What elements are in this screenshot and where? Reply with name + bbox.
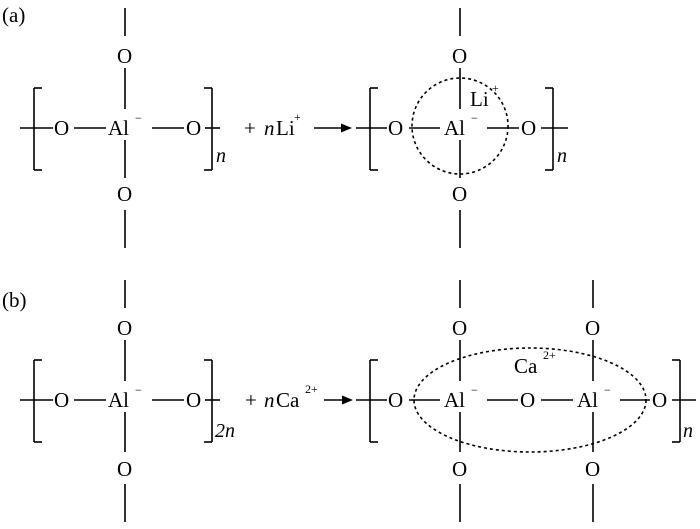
charge-label: − [135, 383, 142, 397]
ion-charge: + [492, 81, 499, 95]
oxygen-atom: O [452, 316, 467, 340]
panel-b-label: (b) [2, 288, 27, 312]
panel-a-left-structure: O Al − O n O O [20, 8, 226, 248]
oxygen-atom: O [652, 388, 667, 412]
oxygen-atom: O [452, 457, 467, 481]
panel-b: (b) O Al − O 2n O O [2, 280, 696, 522]
coefficient: n [264, 388, 275, 412]
panel-a-right-structure: O Al − O n O O Li + [356, 8, 568, 248]
charge-label: − [471, 383, 478, 397]
repeat-subscript: 2n [215, 420, 235, 442]
plus-sign: + [244, 116, 256, 140]
aluminum-atom: Al [577, 388, 598, 412]
oxygen-atom: O [117, 44, 132, 68]
ion-charge: 2+ [305, 382, 318, 396]
ion-charge: + [294, 110, 301, 124]
aluminum-atom: Al [108, 116, 129, 140]
panel-a-label: (a) [2, 3, 25, 27]
charge-label: − [135, 111, 142, 125]
arrow-head [342, 395, 353, 405]
repeat-subscript: n [557, 145, 567, 167]
oxygen-atom: O [388, 116, 403, 140]
oxygen-atom: O [54, 116, 69, 140]
panel-b-right-structure: O Al − O Al − O n O O O [356, 280, 696, 522]
oxygen-atom: O [117, 457, 132, 481]
coordination-ellipse [413, 347, 647, 453]
panel-b-left-structure: O Al − O 2n O O [20, 280, 235, 522]
oxygen-atom: O [520, 388, 535, 412]
oxygen-atom: O [521, 116, 536, 140]
aluminum-atom: Al [444, 116, 465, 140]
repeat-subscript: n [216, 145, 226, 167]
oxygen-atom: O [452, 182, 467, 206]
plus-sign: + [245, 388, 257, 412]
calcium-ion: Ca [514, 354, 538, 378]
oxygen-atom: O [186, 388, 201, 412]
lithium-ion: Li [276, 116, 295, 140]
oxygen-atom: O [452, 44, 467, 68]
panel-b-reagent: + n Ca 2+ [245, 382, 353, 412]
oxygen-atom: O [186, 116, 201, 140]
aluminum-atom: Al [444, 388, 465, 412]
coefficient: n [264, 116, 275, 140]
oxygen-atom: O [117, 182, 132, 206]
calcium-ion: Ca [276, 388, 300, 412]
oxygen-atom: O [585, 457, 600, 481]
oxygen-atom: O [585, 316, 600, 340]
coordination-ring [411, 77, 509, 175]
arrow-head [341, 123, 352, 133]
oxygen-atom: O [388, 388, 403, 412]
panel-a: (a) O Al − O n O O + [2, 3, 568, 248]
ion-charge: 2+ [543, 348, 556, 362]
oxygen-atom: O [117, 316, 132, 340]
charge-label: − [471, 111, 478, 125]
oxygen-atom: O [54, 388, 69, 412]
aluminum-atom: Al [108, 388, 129, 412]
charge-label: − [604, 383, 611, 397]
panel-a-reagent: + n Li + [244, 110, 352, 140]
repeat-subscript: n [683, 420, 693, 442]
lithium-ion: Li [470, 87, 489, 111]
